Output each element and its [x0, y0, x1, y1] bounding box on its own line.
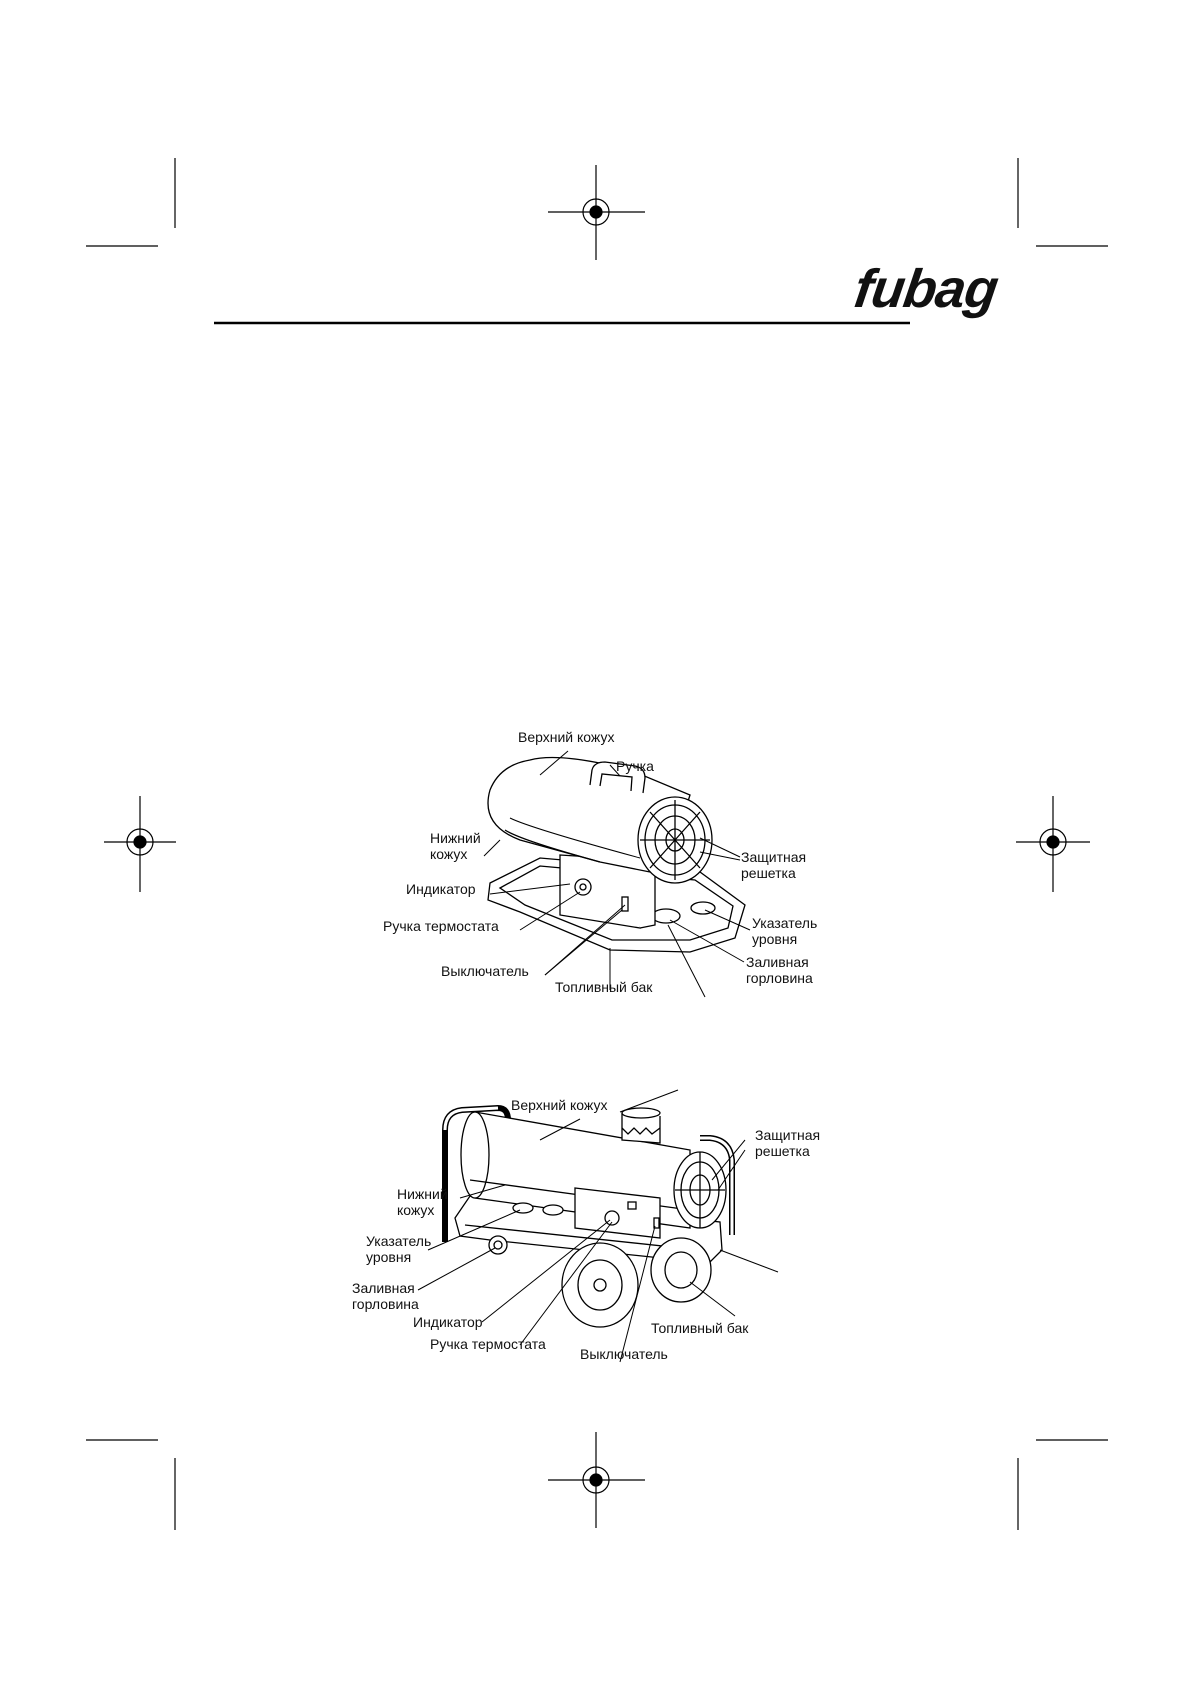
fig1-label-thermostat-knob: Ручка термостата — [383, 918, 499, 934]
registration-mark-bottom — [548, 1432, 645, 1528]
registration-mark-top — [548, 165, 645, 260]
fig2-label-lower-casing: Нижний кожух — [397, 1186, 448, 1218]
fig2-label-switch: Выключатель — [580, 1346, 668, 1362]
fig1-label-switch: Выключатель — [441, 963, 529, 979]
fig2-label-filler-neck: Заливная горловина — [352, 1280, 419, 1312]
fig1-label-handle: Ручка — [616, 758, 654, 774]
fig1-label-lower-casing: Нижний кожух — [430, 830, 481, 862]
fig2-label-thermostat-knob: Ручка термостата — [430, 1336, 546, 1352]
fig1-label-filler-neck: Заливная горловина — [746, 954, 813, 986]
fig1-label-fuel-tank: Топливный бак — [555, 979, 653, 995]
fig1-label-upper-casing: Верхний кожух — [518, 729, 615, 745]
switch-2-shape — [653, 1217, 660, 1229]
fig1-label-level-gauge: Указатель уровня — [752, 915, 818, 947]
fig2-label-fuel-tank: Топливный бак — [651, 1320, 749, 1336]
fig2-label-guard-grille: Защитная решетка — [755, 1127, 821, 1159]
registration-mark-right — [1016, 796, 1090, 892]
fig2-label-level-gauge: Указатель уровня — [366, 1233, 432, 1265]
fig2-label-upper-casing: Верхний кожух — [511, 1097, 608, 1113]
fig1-label-indicator: Индикатор — [406, 881, 476, 897]
switch-shape — [621, 896, 629, 912]
fig1-label-guard-grille: Защитная решетка — [741, 849, 807, 881]
registration-mark-left — [104, 796, 176, 892]
fig2-label-indicator: Индикатор — [413, 1314, 483, 1330]
